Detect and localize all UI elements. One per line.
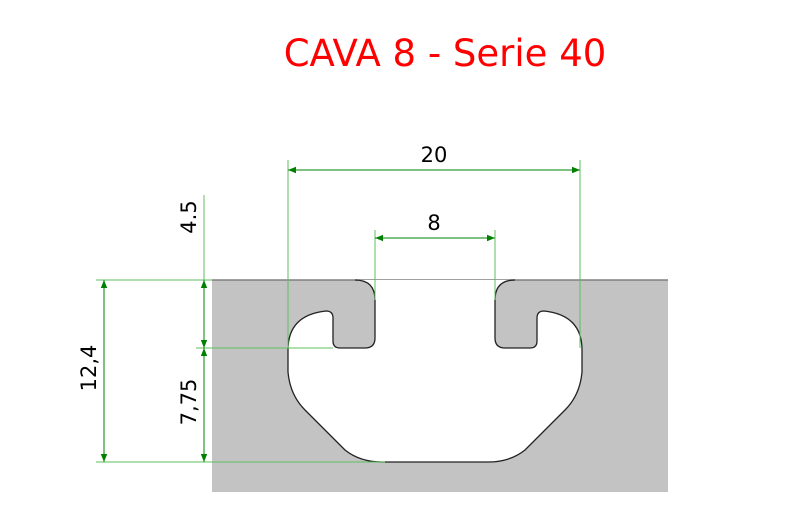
extension-lines	[96, 160, 581, 463]
slot-cavity	[288, 280, 582, 462]
slot-outline	[287, 279, 583, 463]
dimension-label-total-depth: 12,4	[77, 345, 101, 392]
dimension-label-overall-width: 20	[421, 143, 448, 167]
dimension-label-opening-width: 8	[427, 211, 440, 235]
dimension-label-lip-depth: 4.5	[177, 200, 201, 233]
drawing-title: CAVA 8 - Serie 40	[283, 32, 607, 75]
dimension-label-lower-depth: 7,75	[177, 379, 201, 426]
